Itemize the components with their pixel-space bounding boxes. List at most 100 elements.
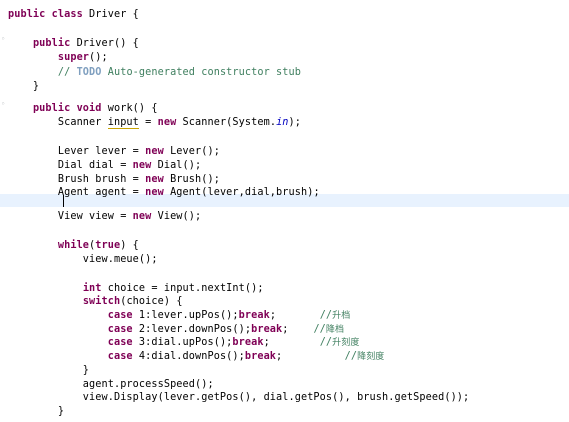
- code-token: public: [32, 103, 77, 114]
- code-token: true: [95, 240, 121, 251]
- code-token: 4:dial.downPos();: [138, 351, 245, 362]
- code-token: View();: [157, 211, 202, 222]
- code-token: }: [8, 81, 40, 92]
- code-token: Dial dial =: [8, 160, 133, 171]
- code-token: view.Display(lever.getPos(), dial.getPos…: [8, 392, 470, 403]
- code-token: [8, 324, 108, 335]
- code-line[interactable]: int choice = input.nextInt();: [8, 282, 264, 295]
- code-token: Driver() {: [76, 38, 139, 49]
- code-line[interactable]: Lever lever = new Lever();: [8, 145, 220, 158]
- code-token: Dial();: [157, 160, 202, 171]
- code-token: class: [51, 9, 90, 20]
- code-token: 降档: [325, 325, 345, 335]
- code-token: 升刻度: [332, 338, 360, 348]
- code-line[interactable]: case 1:lever.upPos();break; //升档: [8, 309, 351, 322]
- code-line[interactable]: view.meue();: [8, 253, 158, 266]
- code-token: Auto-generated constructor stub: [101, 67, 301, 78]
- code-token: [8, 240, 58, 251]
- code-token: 降刻度: [357, 352, 385, 362]
- code-token: agent.processSpeed();: [8, 379, 214, 390]
- code-token: new: [132, 211, 158, 222]
- code-token: case: [107, 351, 139, 362]
- code-token: new: [132, 160, 158, 171]
- code-token: ) {: [120, 240, 139, 251]
- code-line[interactable]: View view = new View();: [8, 210, 201, 223]
- code-token: public: [32, 38, 77, 49]
- code-token: in: [276, 117, 289, 128]
- code-token: Scanner: [8, 117, 108, 128]
- code-token: new: [145, 187, 171, 198]
- code-line[interactable]: // TODO Auto-generated constructor stub: [8, 66, 301, 79]
- code-token: case: [107, 310, 139, 321]
- code-line[interactable]: public void work() {: [8, 102, 158, 115]
- code-token: super: [57, 52, 90, 63]
- code-token: void: [76, 103, 108, 114]
- code-token: 1:lever.upPos();: [138, 310, 239, 321]
- code-token: 2:lever.downPos();: [138, 324, 252, 335]
- code-token: input: [107, 117, 139, 129]
- code-token: [8, 351, 108, 362]
- code-line[interactable]: }: [8, 364, 89, 377]
- code-token: ;: [269, 310, 320, 321]
- code-token: [8, 103, 33, 114]
- code-line[interactable]: case 2:lever.downPos();break; //降档: [8, 323, 344, 336]
- editor-gutter: ◦ ◦: [0, 0, 6, 422]
- code-line[interactable]: super();: [8, 51, 108, 64]
- code-line[interactable]: Scanner input = new Scanner(System.in);: [8, 116, 301, 129]
- code-token: =: [138, 117, 158, 128]
- code-line[interactable]: agent.processSpeed();: [8, 378, 214, 391]
- fold-marker-icon[interactable]: ◦: [1, 35, 6, 43]
- code-token: [8, 283, 83, 294]
- current-line-highlight: [0, 194, 569, 207]
- code-line[interactable]: Dial dial = new Dial();: [8, 159, 201, 172]
- code-token: new: [145, 146, 171, 157]
- code-token: switch: [82, 296, 121, 307]
- code-token: case: [107, 324, 139, 335]
- code-line[interactable]: }: [8, 80, 39, 93]
- code-token: Brush brush =: [8, 174, 146, 185]
- code-token: int: [82, 283, 108, 294]
- code-token: TODO: [76, 67, 102, 78]
- code-line[interactable]: case 4:dial.downPos();break; //降刻度: [8, 350, 385, 363]
- code-token: [8, 296, 83, 307]
- code-token: 升档: [332, 311, 351, 321]
- code-line[interactable]: }: [8, 405, 64, 418]
- code-token: [8, 38, 33, 49]
- code-token: );: [288, 117, 301, 128]
- code-token: break: [251, 324, 283, 335]
- code-token: //: [313, 324, 326, 335]
- code-token: ;: [282, 324, 314, 335]
- code-token: ();: [89, 52, 108, 63]
- code-token: ;: [276, 351, 345, 362]
- code-token: view.meue();: [8, 254, 158, 265]
- code-token: (: [89, 240, 96, 251]
- code-token: Driver {: [89, 9, 139, 20]
- code-token: [8, 310, 108, 321]
- code-line[interactable]: Agent agent = new Agent(lever,dial,brush…: [8, 186, 320, 199]
- text-cursor: [63, 195, 64, 207]
- code-token: //: [319, 310, 333, 321]
- code-line[interactable]: switch(choice) {: [8, 295, 183, 308]
- code-token: ;: [263, 337, 320, 348]
- code-token: Brush();: [170, 174, 220, 185]
- fold-marker-icon[interactable]: ◦: [1, 100, 6, 108]
- code-token: Agent agent =: [8, 187, 146, 198]
- code-token: new: [157, 117, 183, 128]
- code-token: View view =: [8, 211, 133, 222]
- code-token: //: [57, 67, 77, 78]
- code-line[interactable]: public Driver() {: [8, 37, 139, 50]
- code-line[interactable]: Brush brush = new Brush();: [8, 173, 220, 186]
- code-token: while: [57, 240, 90, 251]
- code-line[interactable]: public class Driver {: [8, 8, 139, 21]
- code-token: case: [107, 337, 139, 348]
- code-token: Lever();: [170, 146, 220, 157]
- code-line[interactable]: view.Display(lever.getPos(), dial.getPos…: [8, 391, 469, 404]
- code-token: break: [244, 351, 277, 362]
- code-token: [8, 337, 108, 348]
- code-line[interactable]: while(true) {: [8, 239, 139, 252]
- code-token: new: [145, 174, 171, 185]
- code-line[interactable]: case 3:dial.upPos();break; //升刻度: [8, 336, 360, 349]
- code-token: Lever lever =: [8, 146, 146, 157]
- code-token: (choice) {: [120, 296, 183, 307]
